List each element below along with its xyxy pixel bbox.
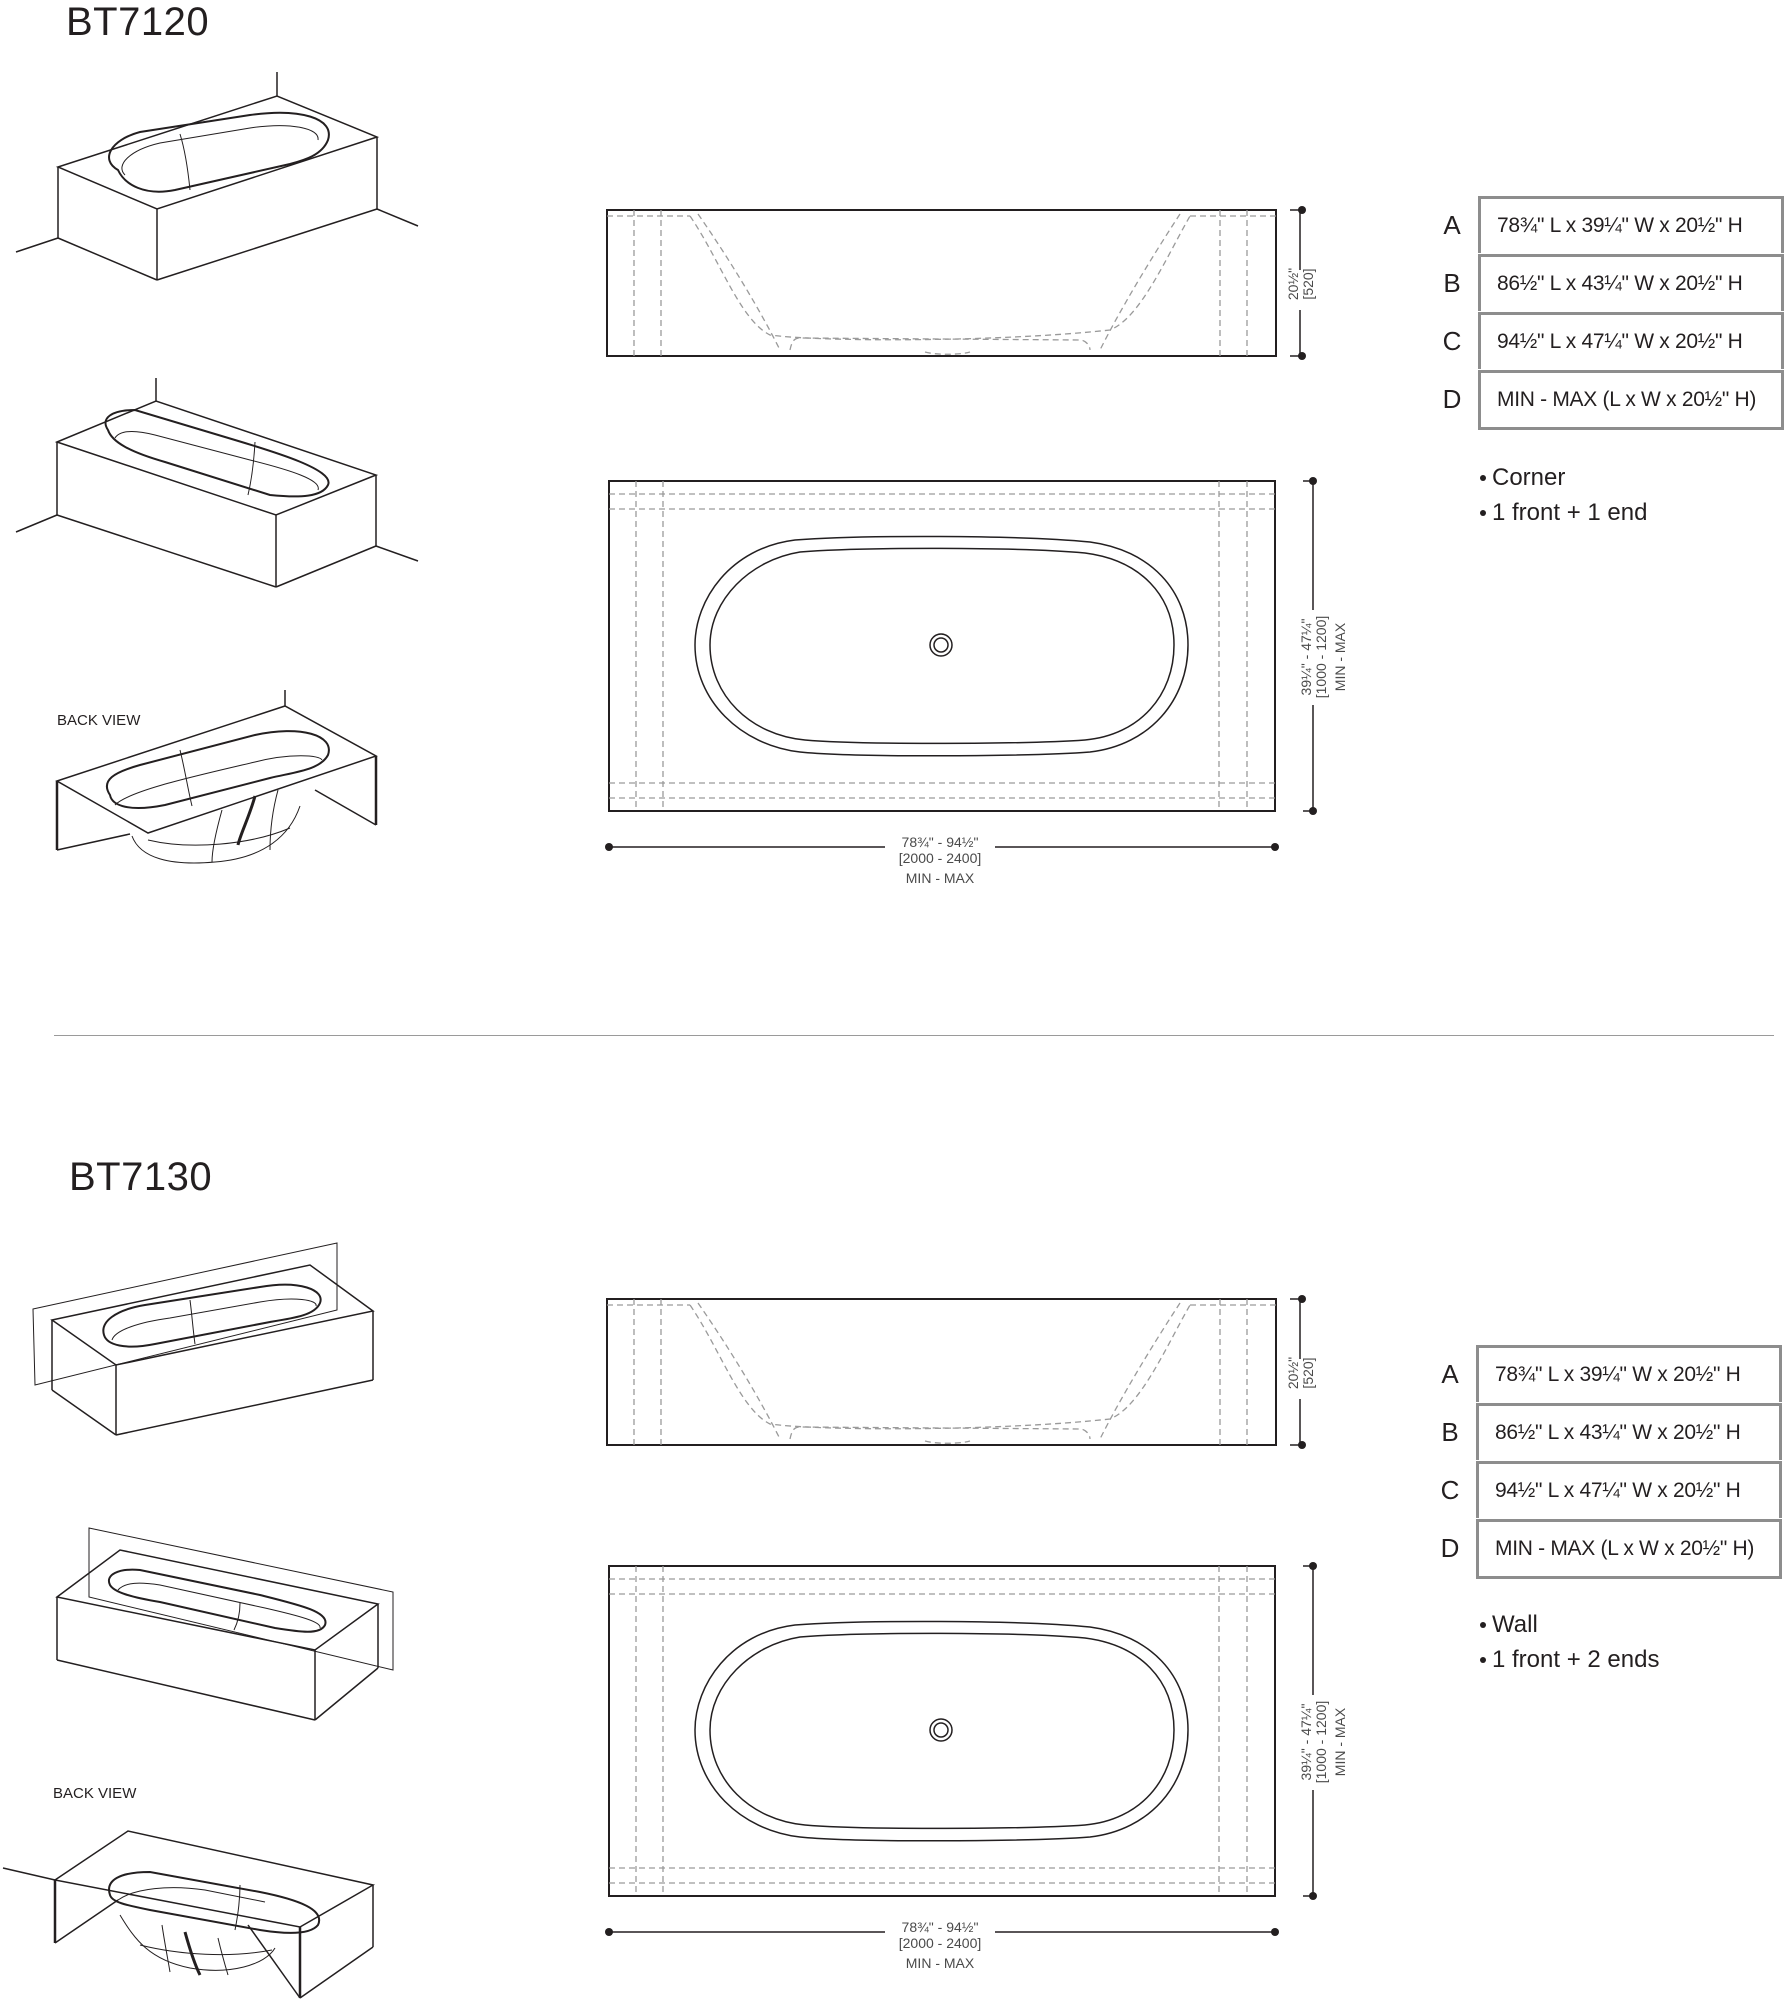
iso-view-corner-2 xyxy=(15,378,419,588)
size-letter: D xyxy=(1440,1533,1460,1563)
size-value: 78¾" L x 39¼" W x 20½" H xyxy=(1478,196,1784,253)
bullet-icon xyxy=(1480,474,1486,481)
feature-text: 1 front + 1 end xyxy=(1492,499,1648,526)
size-value: MIN - MAX (L x W x 20½" H) xyxy=(1478,370,1784,430)
iso-view-corner-1 xyxy=(15,72,419,281)
width-dimension-mm: [1000 - 1200] xyxy=(1313,616,1329,699)
model-title: BT7120 xyxy=(66,0,210,44)
width-dimension-label: 39¼" - 47¼" xyxy=(1298,619,1314,696)
size-value: 94½" L x 47¼" W x 20½" H xyxy=(1478,312,1784,369)
size-value: MIN - MAX (L x W x 20½" H) xyxy=(1476,1519,1782,1579)
feature-item: Wall xyxy=(1478,1607,1659,1642)
size-letter: A xyxy=(1443,210,1461,240)
bullet-icon xyxy=(1480,1656,1486,1663)
section-divider xyxy=(54,1035,1774,1036)
model-title: BT7130 xyxy=(69,1155,213,1199)
bullet-icon xyxy=(1480,1621,1486,1628)
iso-back-view-2 xyxy=(2,1830,376,1999)
plan-view-2: 39¼" - 47¼" [1000 - 1200] MIN - MAX xyxy=(605,1562,1348,1936)
size-value: 86½" L x 43¼" W x 20½" H xyxy=(1478,254,1784,311)
size-value: 78¾" L x 39¼" W x 20½" H xyxy=(1476,1345,1782,1402)
side-elevation-1: 20½" [520] xyxy=(606,206,1316,360)
width-dimension-mm: [1000 - 1200] xyxy=(1313,1701,1329,1784)
feature-item: Corner xyxy=(1478,460,1647,495)
back-view-label: BACK VIEW xyxy=(53,1785,137,1802)
size-letter: D xyxy=(1442,384,1462,414)
feature-list: Corner 1 front + 1 end xyxy=(1478,460,1647,530)
width-dimension-range: MIN - MAX xyxy=(1332,622,1348,691)
side-elevation-2: 20½" [520] xyxy=(606,1295,1316,1449)
height-dimension-label: 20½" xyxy=(1285,268,1301,300)
height-dimension-mm: [520] xyxy=(1300,1357,1316,1388)
size-value: 86½" L x 43¼" W x 20½" H xyxy=(1476,1403,1782,1460)
height-dimension-label: 20½" xyxy=(1285,1357,1301,1389)
length-dimension-label: 78¾" - 94½" xyxy=(901,1919,979,1935)
feature-text: 1 front + 2 ends xyxy=(1492,1646,1660,1673)
iso-back-view-1 xyxy=(55,690,378,864)
size-letter: C xyxy=(1440,1475,1460,1505)
size-letter: B xyxy=(1443,268,1461,298)
feature-text: Wall xyxy=(1492,1611,1538,1638)
size-letter: B xyxy=(1441,1417,1459,1447)
length-dimension-mm: [2000 - 2400] xyxy=(898,1935,982,1951)
plan-view-1: 39¼" - 47¼" [1000 - 1200] MIN - MAX xyxy=(605,477,1348,851)
iso-view-wall-1 xyxy=(32,1242,375,1436)
width-dimension-label: 39¼" - 47¼" xyxy=(1298,1704,1314,1781)
size-letter: C xyxy=(1442,326,1462,356)
feature-item: 1 front + 1 end xyxy=(1478,495,1647,530)
length-dimension-label: 78¾" - 94½" xyxy=(901,834,979,850)
feature-list: Wall 1 front + 2 ends xyxy=(1478,1607,1659,1677)
length-dimension-2: 78¾" - 94½" [2000 - 2400] MIN - MAX xyxy=(860,1919,1020,1971)
width-dimension-range: MIN - MAX xyxy=(1332,1707,1348,1776)
feature-item: 1 front + 2 ends xyxy=(1478,1642,1659,1677)
back-view-label: BACK VIEW xyxy=(57,712,141,729)
height-dimension-mm: [520] xyxy=(1300,268,1316,299)
size-letter: A xyxy=(1441,1359,1459,1389)
bullet-icon xyxy=(1480,509,1486,516)
iso-view-wall-2 xyxy=(55,1527,394,1721)
feature-text: Corner xyxy=(1492,464,1566,491)
length-dimension-range: MIN - MAX xyxy=(905,1955,975,1971)
length-dimension-mm: [2000 - 2400] xyxy=(898,850,982,866)
size-value: 94½" L x 47¼" W x 20½" H xyxy=(1476,1461,1782,1518)
length-dimension-1: 78¾" - 94½" [2000 - 2400] MIN - MAX xyxy=(860,834,1020,886)
length-dimension-range: MIN - MAX xyxy=(905,870,975,886)
